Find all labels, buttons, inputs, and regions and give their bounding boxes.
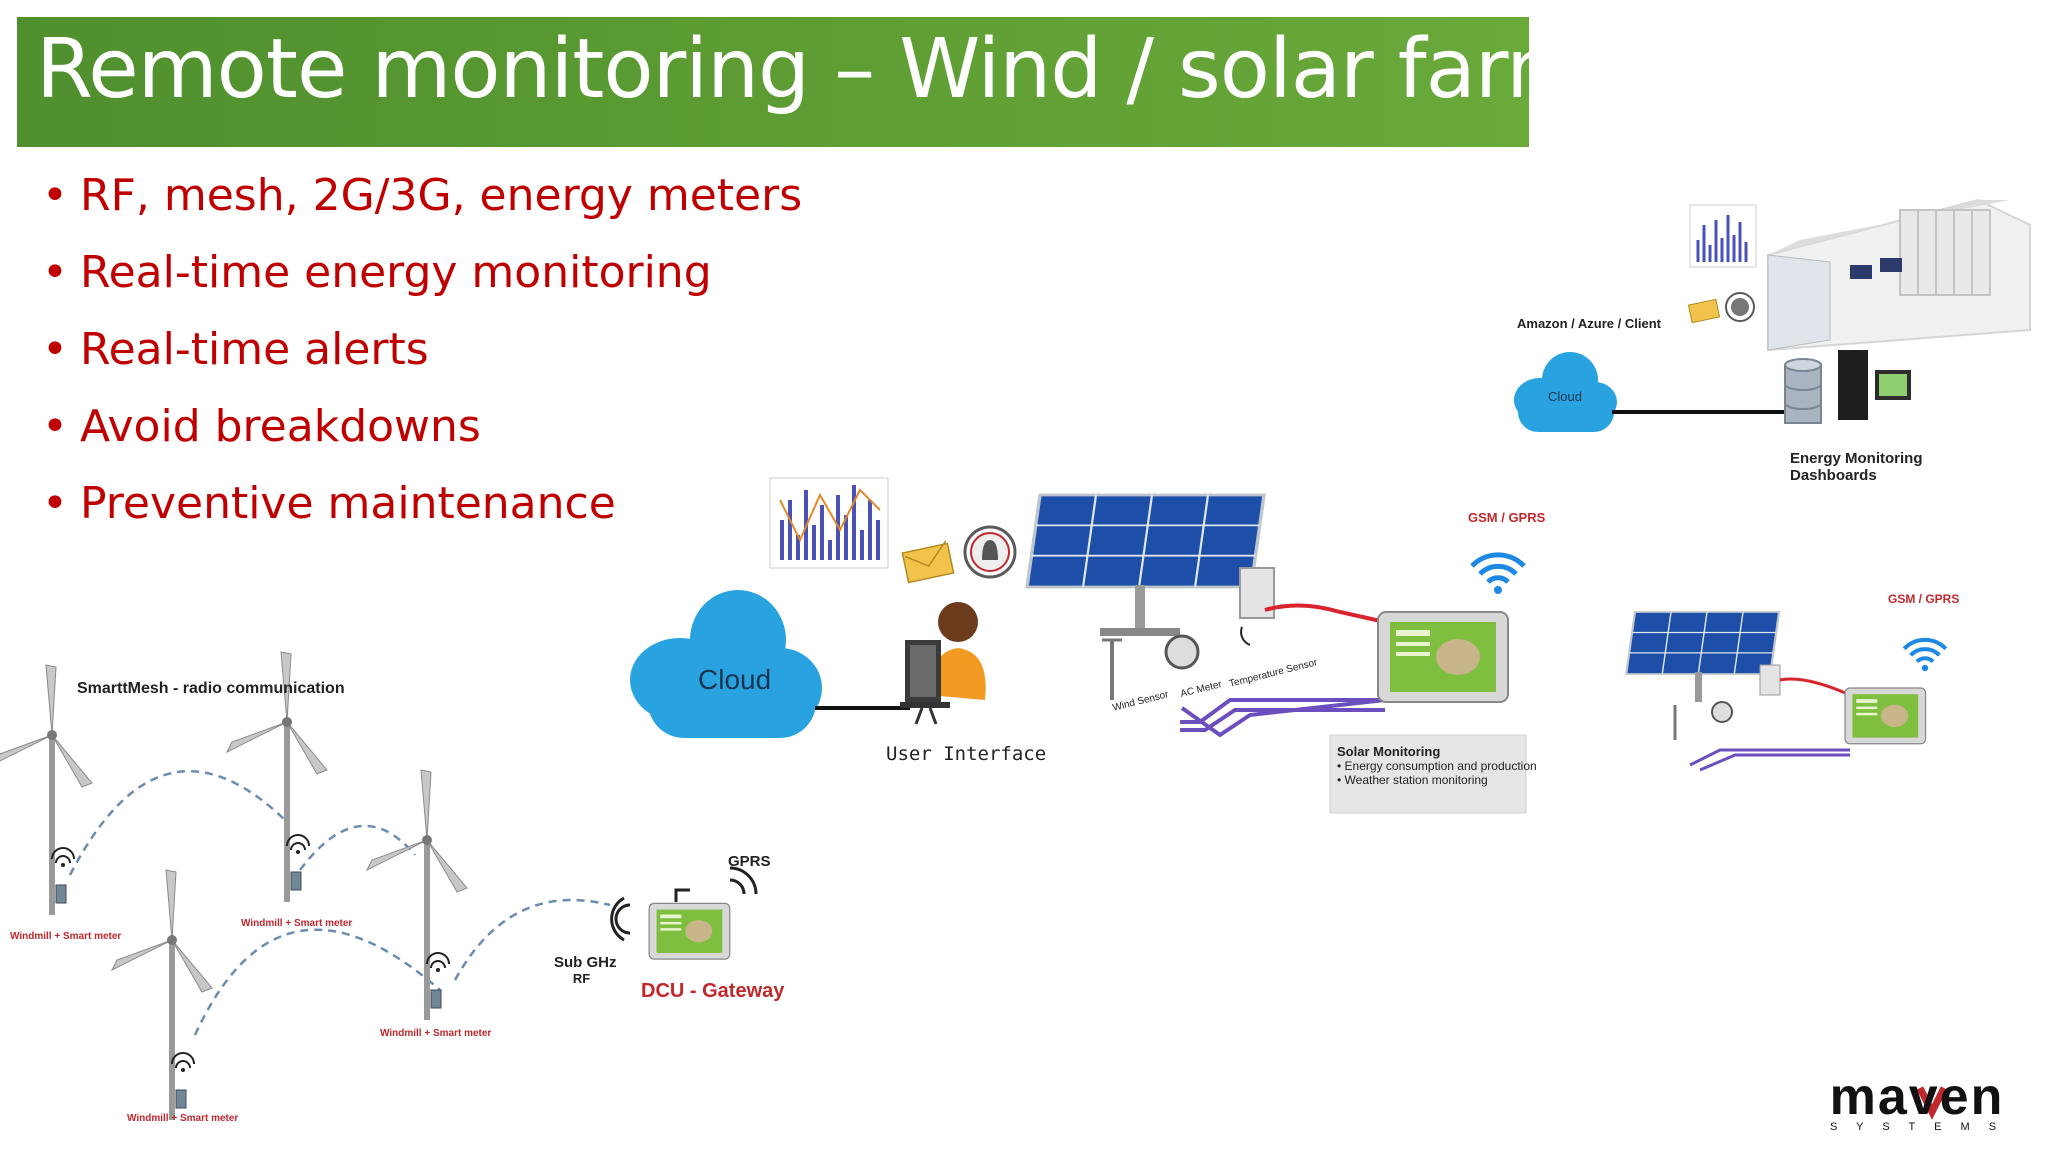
chart-icon [769, 477, 889, 569]
wind-farm-diagram [0, 651, 758, 1121]
bullet-item: •Real-time energy monitoring [42, 247, 712, 298]
alarm-icon [963, 525, 1017, 579]
user-interface-label: User Interface [886, 743, 1047, 765]
datacenter-diagram [1514, 198, 2031, 432]
info-box-heading: Solar Monitoring [1337, 744, 1441, 759]
gprs-label: GPRS [728, 853, 771, 870]
info-box-item: • Weather station monitoring [1337, 773, 1488, 787]
chart-icon [1689, 204, 1757, 268]
bullet-dot-icon: • [42, 170, 68, 221]
windmill-label: Windmill + Smart meter [380, 1028, 492, 1039]
bullet-dot-icon: • [42, 401, 68, 452]
cloud-icon [1514, 352, 1617, 432]
cloud-label-small: Cloud [1548, 389, 1582, 404]
sub-ghz-label: Sub GHz RF [554, 954, 617, 986]
windmill-label: Windmill + Smart meter [241, 918, 353, 929]
mesh-heading: SmarttMesh - radio communication [77, 680, 345, 697]
dashboard-label: Energy Monitoring Dashboards [1790, 450, 1923, 484]
maven-logo: maven S Y S T E M S [1802, 1068, 2032, 1133]
database-icon [1784, 358, 1822, 424]
cloud-icon [630, 590, 822, 738]
email-icon [901, 540, 955, 584]
bullet-dot-icon: • [42, 247, 68, 298]
cloud-label: Cloud [698, 664, 772, 695]
windmill-label: Windmill + Smart meter [127, 1113, 239, 1124]
logo-accent-icon [1916, 1086, 1948, 1120]
bullet-dot-icon: • [42, 478, 68, 529]
bullet-list: •RF, mesh, 2G/3G, energy meters •Real-ti… [40, 170, 802, 555]
logo-brand: maven [1829, 1068, 2005, 1126]
gsm-label: GSM / GPRS [1468, 510, 1546, 525]
bullet-item: •Avoid breakdowns [42, 401, 481, 452]
bullet-item: •Real-time alerts [42, 324, 429, 375]
bullet-item: •Preventive maintenance [42, 478, 616, 529]
bullet-dot-icon: • [42, 324, 68, 375]
solar-farm-diagram [630, 477, 1527, 814]
logo-sub: S Y S T E M S [1829, 1121, 2005, 1133]
gateway-label: DCU - Gateway [641, 980, 785, 1002]
info-box-item: • Energy consumption and production [1337, 759, 1537, 773]
small-solar-diagram [1625, 610, 1946, 772]
solar-info-box: Solar Monitoring • Energy consumption an… [1337, 744, 1537, 787]
provider-label: Amazon / Azure / Client [1517, 316, 1661, 331]
user-computer-icon [900, 602, 986, 725]
title-bar [17, 17, 1529, 147]
windmill-label: Windmill + Smart meter [10, 931, 122, 942]
page-title: Remote monitoring – Wind / solar farms [36, 22, 1628, 117]
gsm-label-small: GSM / GPRS [1888, 592, 1960, 606]
bullet-item: •RF, mesh, 2G/3G, energy meters [42, 170, 803, 221]
email-icon [1687, 298, 1721, 324]
